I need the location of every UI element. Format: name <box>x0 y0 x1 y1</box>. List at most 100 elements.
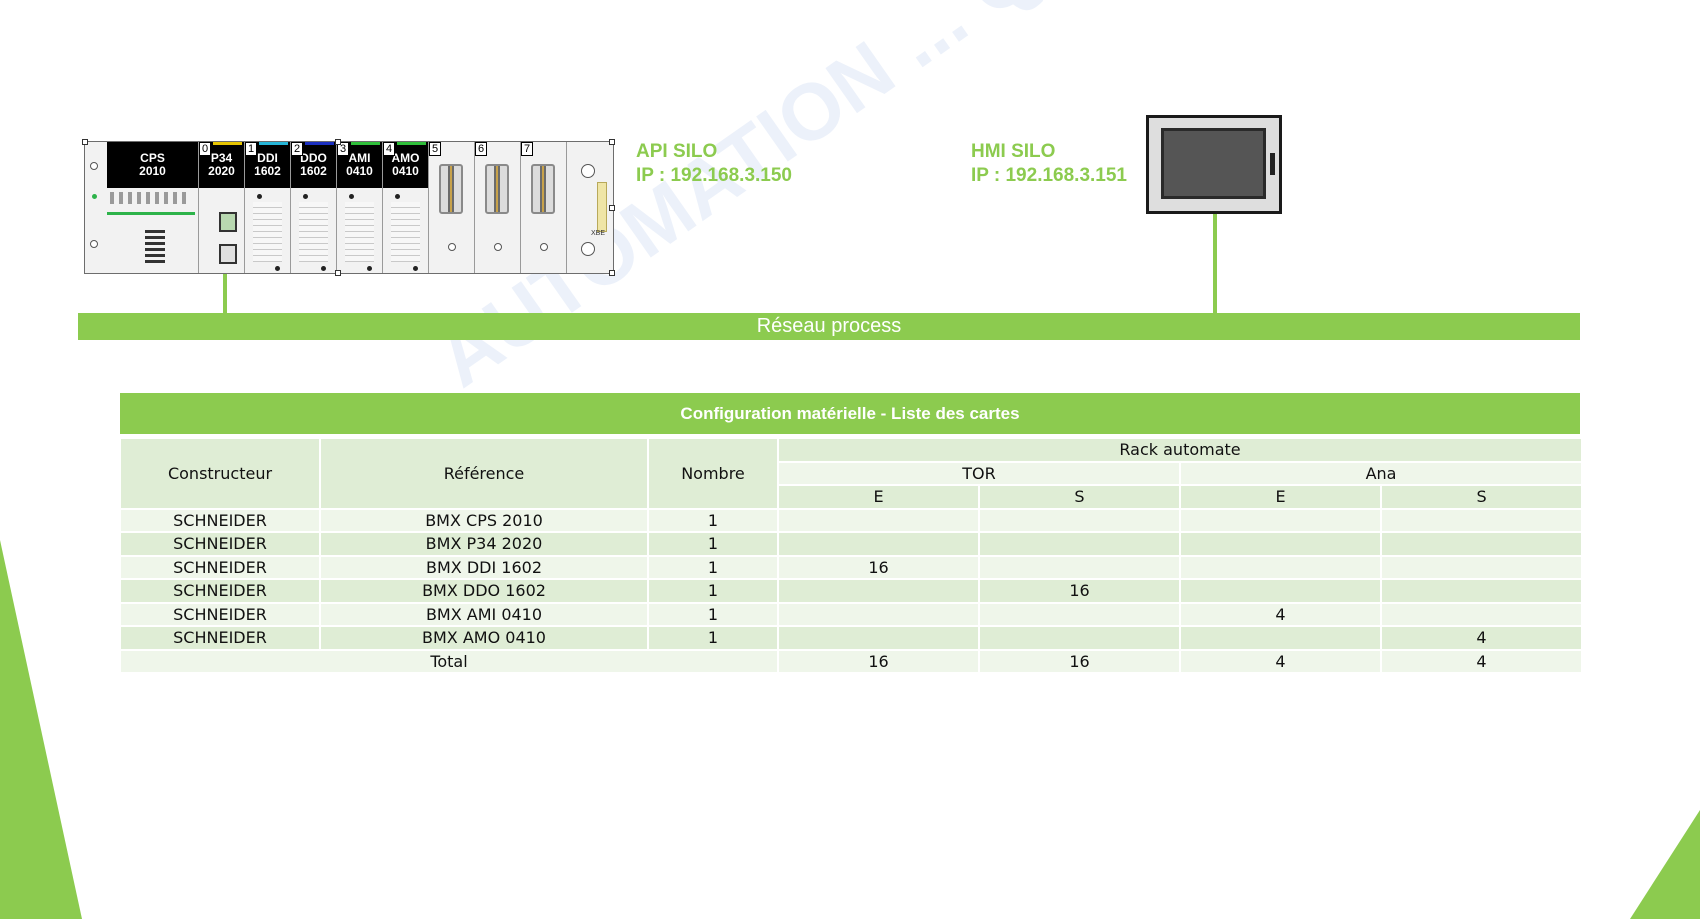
cell-constructeur: SCHNEIDER <box>173 510 267 530</box>
cell-reference: BMX AMI 0410 <box>425 604 543 624</box>
slot-number: 4 <box>383 142 395 156</box>
header-ana-s: S <box>1382 486 1582 508</box>
selection-handle[interactable] <box>335 270 341 276</box>
cell-tor-s: 16 <box>1069 581 1090 601</box>
cell-reference: BMX AMO 0410 <box>422 628 546 648</box>
header-ana: Ana <box>1181 462 1582 484</box>
rack-end-cap[interactable]: XBE <box>567 142 613 273</box>
cell-ana-s <box>1382 604 1581 626</box>
selection-handle[interactable] <box>609 270 615 276</box>
hmi-network-link <box>1213 214 1217 314</box>
plc-rack[interactable]: CPS 2010 P34 2020 0 DDI 1602 1 DDO <box>82 139 615 276</box>
cell-ana-e: 4 <box>1275 604 1286 624</box>
plc-network-link <box>223 274 227 314</box>
table-title: Configuration matérielle - Liste des car… <box>120 393 1580 434</box>
cell-nombre: 1 <box>707 628 719 648</box>
module-name: AMI <box>348 151 371 165</box>
table-row: SCHNEIDER BMX DDI 1602 1 16 <box>121 556 1582 579</box>
slot-number: 0 <box>199 142 211 156</box>
header-reference: Référence <box>321 439 647 508</box>
cell-total-ana-s: 4 <box>1476 651 1487 671</box>
cell-tor-s <box>980 557 1179 579</box>
cell-ana-s <box>1382 533 1581 555</box>
cell-ana-s <box>1382 557 1581 579</box>
cell-ana-e <box>1181 533 1380 555</box>
table-row: SCHNEIDER BMX CPS 2010 1 <box>121 509 1582 532</box>
slot-number: 3 <box>337 142 349 156</box>
cell-reference: BMX DDO 1602 <box>422 581 546 601</box>
rack-empty-slot-5[interactable]: 5 <box>429 142 475 273</box>
connector-icon <box>145 230 165 264</box>
cell-tor-e <box>779 627 978 649</box>
network-bus: Réseau process <box>78 313 1580 340</box>
header-tor: TOR <box>779 462 1179 484</box>
header-tor-e: E <box>779 486 978 508</box>
rack-module-ddo[interactable]: DDO 1602 2 <box>291 142 337 273</box>
selection-handle[interactable] <box>609 205 615 211</box>
corner-decoration-right <box>1630 810 1700 919</box>
slot-number: 2 <box>291 142 303 156</box>
cell-total-ana-e: 4 <box>1275 651 1286 671</box>
header-constructeur: Constructeur <box>121 439 319 508</box>
cell-tor-e <box>779 510 978 532</box>
hmi-button-icon <box>1270 153 1275 175</box>
module-name: CPS <box>140 151 165 165</box>
cell-ana-s: 4 <box>1476 628 1487 648</box>
cell-tor-e: 16 <box>868 557 889 577</box>
module-name: AMO <box>391 151 420 165</box>
cell-ana-e <box>1181 627 1380 649</box>
hmi-ip: IP : 192.168.3.151 <box>971 165 1127 186</box>
api-ip: IP : 192.168.3.150 <box>636 165 792 186</box>
rack-empty-slot-6[interactable]: 6 <box>475 142 521 273</box>
cell-constructeur: SCHNEIDER <box>173 534 267 554</box>
hmi-panel[interactable] <box>1146 115 1282 214</box>
rack-module-p34[interactable]: P34 2020 0 <box>199 142 245 273</box>
slot-number: 6 <box>475 142 487 156</box>
end-cap-label: XBE <box>591 230 606 237</box>
cell-ana-s <box>1382 580 1581 602</box>
cell-tor-e <box>779 533 978 555</box>
config-table: Constructeur Référence Nombre Rack autom… <box>119 437 1583 674</box>
cell-tor-s <box>980 627 1179 649</box>
cell-nombre: 1 <box>707 510 719 530</box>
rack-empty-slot-7[interactable]: 7 <box>521 142 567 273</box>
cell-constructeur: SCHNEIDER <box>173 557 267 577</box>
cell-ana-e <box>1181 580 1380 602</box>
rack-module-ami[interactable]: AMI 0410 3 <box>337 142 383 273</box>
module-ref: 2020 <box>208 164 235 178</box>
slot-number: 5 <box>429 142 441 156</box>
selection-handle[interactable] <box>335 139 341 145</box>
ethernet-port-icon <box>219 212 237 232</box>
selection-handle[interactable] <box>82 139 88 145</box>
cell-nombre: 1 <box>707 604 719 624</box>
cell-total-tor-e: 16 <box>868 651 889 671</box>
screw-icon <box>90 240 98 248</box>
selection-handle[interactable] <box>609 139 615 145</box>
hmi-screen-icon <box>1161 128 1266 199</box>
header-ana-e: E <box>1181 486 1380 508</box>
screw-icon <box>581 242 595 256</box>
rack-module-cps[interactable]: CPS 2010 <box>85 142 199 273</box>
table-row: SCHNEIDER BMX AMI 0410 1 4 <box>121 603 1582 626</box>
module-ref: 0410 <box>346 164 373 178</box>
cell-nombre: 1 <box>707 534 719 554</box>
table-total-row: Total 16 16 4 4 <box>121 650 1582 672</box>
module-ref: 0410 <box>392 164 419 178</box>
slot-number: 1 <box>245 142 257 156</box>
cell-reference: BMX CPS 2010 <box>425 510 543 530</box>
cell-nombre: 1 <box>707 557 719 577</box>
module-name: DDO <box>300 151 327 165</box>
cell-reference: BMX P34 2020 <box>425 534 543 554</box>
header-tor-s: S <box>980 486 1179 508</box>
cell-tor-e <box>779 604 978 626</box>
slot-number: 7 <box>521 142 533 156</box>
rack-module-amo[interactable]: AMO 0410 4 <box>383 142 429 273</box>
rack-module-ddi[interactable]: DDI 1602 1 <box>245 142 291 273</box>
cell-total-label: Total <box>430 651 468 671</box>
usb-port-icon <box>219 244 237 264</box>
table-row: SCHNEIDER BMX AMO 0410 1 4 <box>121 627 1582 649</box>
cell-tor-e <box>779 580 978 602</box>
hmi-label: HMI SILO IP : 192.168.3.151 <box>971 140 1127 188</box>
cell-total-tor-s: 16 <box>1069 651 1090 671</box>
header-rack-automate: Rack automate <box>779 439 1582 461</box>
